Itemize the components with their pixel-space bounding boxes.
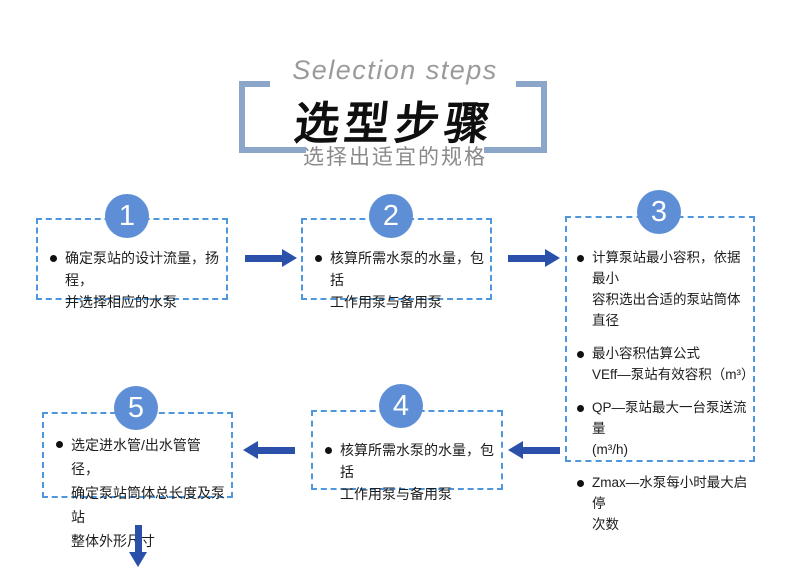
arrow-shaft xyxy=(508,254,545,262)
left-bracket-bottom-bar xyxy=(268,147,306,153)
arrow-step1-to-step2-icon xyxy=(245,249,297,267)
bullet-item: 确定泵站的设计流量，扬程， 并选择相应的水泵 xyxy=(50,247,220,313)
bullet-dot-icon xyxy=(577,405,584,412)
step-3-text-4: Zmax—水泵每小时最大启停 次数 xyxy=(592,475,748,532)
bullet-item: 最小容积估算公式 VEff—泵站有效容积（m³） xyxy=(577,343,755,385)
page-subtitle: 选择出适宜的规格 xyxy=(303,146,487,169)
step-4-bullets: 核算所需水泵的水量，包括 工作用泵与备用泵 xyxy=(313,412,501,505)
bullet-item: 选定进水管/出水管管径， 确定泵站筒体总长度及泵站 整体外形尺寸 xyxy=(56,433,225,553)
step-3-text-1: 计算泵站最小容积，依据最小 容积选出合适的泵站筒体直径 xyxy=(592,250,741,328)
arrow-head-left xyxy=(243,441,258,459)
step-4-text: 核算所需水泵的水量，包括 工作用泵与备用泵 xyxy=(340,442,494,502)
bullet-dot-icon xyxy=(315,255,322,262)
step-3-bullets: 计算泵站最小容积，依据最小 容积选出合适的泵站筒体直径 最小容积估算公式 VEf… xyxy=(567,218,755,535)
arrow-step5-down-icon xyxy=(129,525,147,567)
arrow-step3-to-step4-icon xyxy=(508,441,560,459)
arrow-shaft xyxy=(134,525,142,552)
step-1-number-badge: 1 xyxy=(105,194,149,238)
bullet-dot-icon xyxy=(50,255,57,262)
step-3-text-2: 最小容积估算公式 VEff—泵站有效容积（m³） xyxy=(592,346,755,382)
arrow-head-right xyxy=(545,249,560,267)
arrow-shaft xyxy=(245,254,282,262)
bullet-item: Zmax—水泵每小时最大启停 次数 xyxy=(577,472,749,535)
step-5-bullets: 选定进水管/出水管管径， 确定泵站筒体总长度及泵站 整体外形尺寸 xyxy=(44,414,231,553)
arrow-head-left xyxy=(508,441,523,459)
bullet-dot-icon xyxy=(577,255,584,262)
left-bracket-decoration xyxy=(239,81,270,153)
step-5-number-badge: 5 xyxy=(114,386,158,430)
step-5-text: 选定进水管/出水管管径， 确定泵站筒体总长度及泵站 整体外形尺寸 xyxy=(71,437,225,549)
bullet-dot-icon xyxy=(577,480,584,487)
bullet-item: QP—泵站最大一台泵送流量 (m³/h) xyxy=(577,397,749,460)
title-english: Selection steps xyxy=(292,55,498,85)
bullet-dot-icon xyxy=(56,441,63,448)
right-bracket-decoration xyxy=(516,81,547,153)
arrow-head-right xyxy=(282,249,297,267)
step-3-text-3: QP—泵站最大一台泵送流量 (m³/h) xyxy=(592,400,747,457)
bullet-item: 计算泵站最小容积，依据最小 容积选出合适的泵站筒体直径 xyxy=(577,247,749,331)
arrow-shaft xyxy=(258,446,295,454)
bullet-dot-icon xyxy=(325,447,332,454)
bullet-item: 核算所需水泵的水量，包括 工作用泵与备用泵 xyxy=(325,439,495,505)
right-bracket-bottom-bar xyxy=(484,147,518,153)
arrow-head-down xyxy=(129,552,147,567)
arrow-step4-to-step5-icon xyxy=(243,441,295,459)
arrow-step2-to-step3-icon xyxy=(508,249,560,267)
bullet-item: 核算所需水泵的水量，包括 工作用泵与备用泵 xyxy=(315,247,484,313)
bullet-dot-icon xyxy=(577,351,584,358)
step-4-number-badge: 4 xyxy=(379,384,423,428)
step-3-box: 计算泵站最小容积，依据最小 容积选出合适的泵站筒体直径 最小容积估算公式 VEf… xyxy=(565,216,755,532)
step-2-bullets: 核算所需水泵的水量，包括 工作用泵与备用泵 xyxy=(303,220,490,313)
step-1-text: 确定泵站的设计流量，扬程， 并选择相应的水泵 xyxy=(65,250,219,310)
step-3-number-badge: 3 xyxy=(637,190,681,234)
arrow-shaft xyxy=(523,446,560,454)
step-2-text: 核算所需水泵的水量，包括 工作用泵与备用泵 xyxy=(330,250,484,310)
step-2-number-badge: 2 xyxy=(369,194,413,238)
step-1-bullets: 确定泵站的设计流量，扬程， 并选择相应的水泵 xyxy=(38,220,226,313)
